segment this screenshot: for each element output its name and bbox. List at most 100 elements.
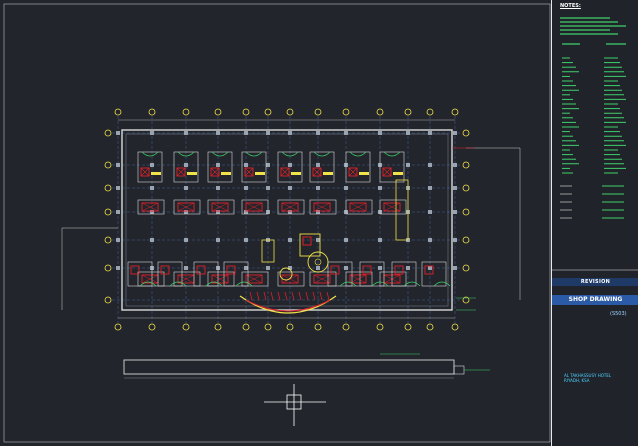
section-end <box>453 365 465 375</box>
guest-room <box>345 271 373 287</box>
grid-bubble <box>376 323 384 331</box>
guest-room <box>173 199 201 215</box>
bed-mark <box>177 202 195 212</box>
bathroom <box>312 167 322 177</box>
bathroom <box>210 167 220 177</box>
column <box>244 163 248 167</box>
grid-bubble <box>214 108 222 116</box>
bed-mark <box>383 202 401 212</box>
bathroom-mark <box>210 167 220 177</box>
column <box>453 210 457 214</box>
grid-bubble <box>214 323 222 331</box>
column <box>316 186 320 190</box>
column <box>453 163 457 167</box>
column <box>184 163 188 167</box>
door-swing <box>205 281 223 287</box>
grid-bubble <box>242 108 250 116</box>
column <box>266 266 270 270</box>
bed-mark <box>383 202 401 212</box>
guest-room <box>207 151 233 183</box>
guest-room <box>309 271 337 287</box>
bed-mark <box>349 202 367 212</box>
guest-room <box>137 151 163 183</box>
grid-bubble <box>451 108 459 116</box>
column <box>216 238 220 242</box>
fixture <box>323 172 333 175</box>
revision-bar: REVISION <box>552 278 638 286</box>
bathroom <box>394 265 404 275</box>
door-swing <box>433 281 451 287</box>
grid-bubble <box>104 161 112 169</box>
bed-mark <box>245 274 263 284</box>
column <box>406 131 410 135</box>
column <box>244 266 248 270</box>
grid-bubble <box>182 108 190 116</box>
bathroom <box>226 265 236 275</box>
grid-bubble <box>462 161 470 169</box>
bathroom <box>130 265 140 275</box>
entrance-column <box>284 291 288 301</box>
bathroom <box>424 265 434 275</box>
guest-room <box>241 271 269 287</box>
grid-bubble <box>342 323 350 331</box>
grid-bubble <box>404 323 412 331</box>
column <box>453 186 457 190</box>
grid-bubble <box>462 184 470 192</box>
bathroom <box>176 167 186 177</box>
door-swing <box>371 281 389 287</box>
entrance-steps <box>245 299 331 312</box>
fixture <box>291 172 301 175</box>
entrance-column <box>319 291 323 301</box>
guest-room <box>207 199 235 215</box>
guest-room <box>277 199 305 215</box>
door-swing <box>383 151 401 157</box>
title-block: NOTES: REVISION SHOP DRAWING (S503) AL T… <box>551 0 638 446</box>
entrance-column <box>298 291 302 301</box>
column <box>116 238 120 242</box>
door-swing <box>211 151 229 157</box>
column <box>244 131 248 135</box>
column <box>428 186 432 190</box>
bed-mark <box>313 274 331 284</box>
column <box>266 186 270 190</box>
grid-bubble <box>104 129 112 137</box>
bathroom <box>330 265 340 275</box>
bed-mark <box>245 274 263 284</box>
column <box>316 266 320 270</box>
entrance-column <box>305 291 309 301</box>
bed-mark <box>211 274 229 284</box>
guest-room <box>345 199 373 215</box>
section-elevation <box>123 359 455 375</box>
guest-room <box>277 271 305 287</box>
grid-bubble <box>462 264 470 272</box>
grid-bubble <box>114 108 122 116</box>
grid-bubble <box>104 264 112 272</box>
crosshair-box <box>286 394 302 410</box>
column <box>288 238 292 242</box>
entrance-column <box>263 291 267 301</box>
grid-bubble <box>462 236 470 244</box>
inner-wall <box>125 133 449 307</box>
column <box>344 131 348 135</box>
column <box>428 131 432 135</box>
grid-bubble <box>462 129 470 137</box>
bed-mark <box>281 202 299 212</box>
floor-plan-drawing <box>3 3 551 443</box>
bed-mark <box>349 274 367 284</box>
column <box>453 266 457 270</box>
column <box>316 238 320 242</box>
column <box>216 131 220 135</box>
entrance-column <box>270 291 274 301</box>
column <box>406 163 410 167</box>
column <box>184 186 188 190</box>
door-swing <box>403 281 421 287</box>
bed-mark <box>177 274 195 284</box>
column <box>116 186 120 190</box>
column <box>184 131 188 135</box>
bathroom <box>160 265 170 275</box>
guest-room <box>277 151 303 183</box>
bathroom <box>140 167 150 177</box>
project-block: AL TAKHASSUSY HOTEL RIYADH, KSA <box>564 373 634 383</box>
grid-bubble <box>451 323 459 331</box>
